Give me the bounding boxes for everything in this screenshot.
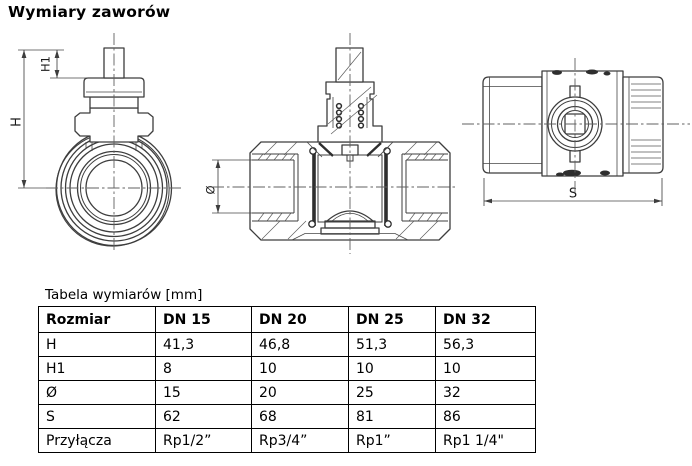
section-view: Ø	[204, 47, 451, 241]
dim-value: 8	[155, 356, 252, 381]
front-view: H H1	[10, 47, 173, 247]
column-header-rozmiar: Rozmiar	[38, 306, 156, 333]
table-caption: Tabela wymiarów [mm]	[45, 287, 203, 303]
dim-value: 10	[251, 356, 349, 381]
table-row: H 41,3 46,8 51,3 56,3	[38, 332, 536, 357]
dim-value: Rp1”	[348, 428, 436, 453]
dim-value: Rp1/2”	[155, 428, 252, 453]
table-row: H1 8 10 10 10	[38, 356, 536, 381]
page-title: Wymiary zaworów	[8, 3, 171, 21]
dim-value: 81	[348, 404, 436, 429]
dim-value: 62	[155, 404, 252, 429]
row-label: H	[38, 332, 156, 357]
top-view: S	[482, 69, 664, 206]
row-label: H1	[38, 356, 156, 381]
row-label: Ø	[38, 380, 156, 405]
table-row: S 62 68 81 86	[38, 404, 536, 429]
dim-value: 41,3	[155, 332, 252, 357]
dim-value: 25	[348, 380, 436, 405]
dim-value: 86	[435, 404, 536, 429]
dim-label-h: H	[10, 117, 25, 127]
valve-drawings: H H1	[10, 33, 690, 254]
table-row: Przyłącza Rp1/2” Rp3/4” Rp1” Rp1 1/4"	[38, 428, 536, 453]
dim-value: Rp1 1/4"	[435, 428, 536, 453]
dim-value: Rp3/4”	[251, 428, 349, 453]
dim-value: 68	[251, 404, 349, 429]
column-header-dn15: DN 15	[155, 306, 252, 333]
dimensions-table: Rozmiar DN 15 DN 20 DN 25 DN 32 H 41,3 4…	[38, 306, 536, 453]
row-label: Przyłącza	[38, 428, 156, 453]
dim-value: 10	[435, 356, 536, 381]
ball	[326, 210, 374, 222]
dim-label-h1: H1	[39, 56, 53, 72]
dim-value: 10	[348, 356, 436, 381]
dim-value: 15	[155, 380, 252, 405]
dim-label-diameter: Ø	[204, 185, 218, 194]
dim-value: 46,8	[251, 332, 349, 357]
dim-value: 56,3	[435, 332, 536, 357]
column-header-dn32: DN 32	[435, 306, 536, 333]
valve-stem-section	[335, 47, 364, 83]
valve-end-left-top	[482, 76, 543, 174]
dim-value: 20	[251, 380, 349, 405]
table-header-row: Rozmiar DN 15 DN 20 DN 25 DN 32	[38, 306, 536, 333]
column-header-dn25: DN 25	[348, 306, 436, 333]
dim-value: 32	[435, 380, 536, 405]
dim-value: 51,3	[348, 332, 436, 357]
dimension-h1: H1	[39, 50, 101, 79]
row-label: S	[38, 404, 156, 429]
column-header-dn20: DN 20	[251, 306, 349, 333]
dimension-s: S	[483, 178, 663, 206]
dimension-diameter: Ø	[204, 159, 252, 214]
valve-end-right-top	[622, 76, 664, 174]
table-row: Ø 15 20 25 32	[38, 380, 536, 405]
centerlines	[46, 33, 690, 254]
dim-label-s: S	[569, 187, 577, 202]
